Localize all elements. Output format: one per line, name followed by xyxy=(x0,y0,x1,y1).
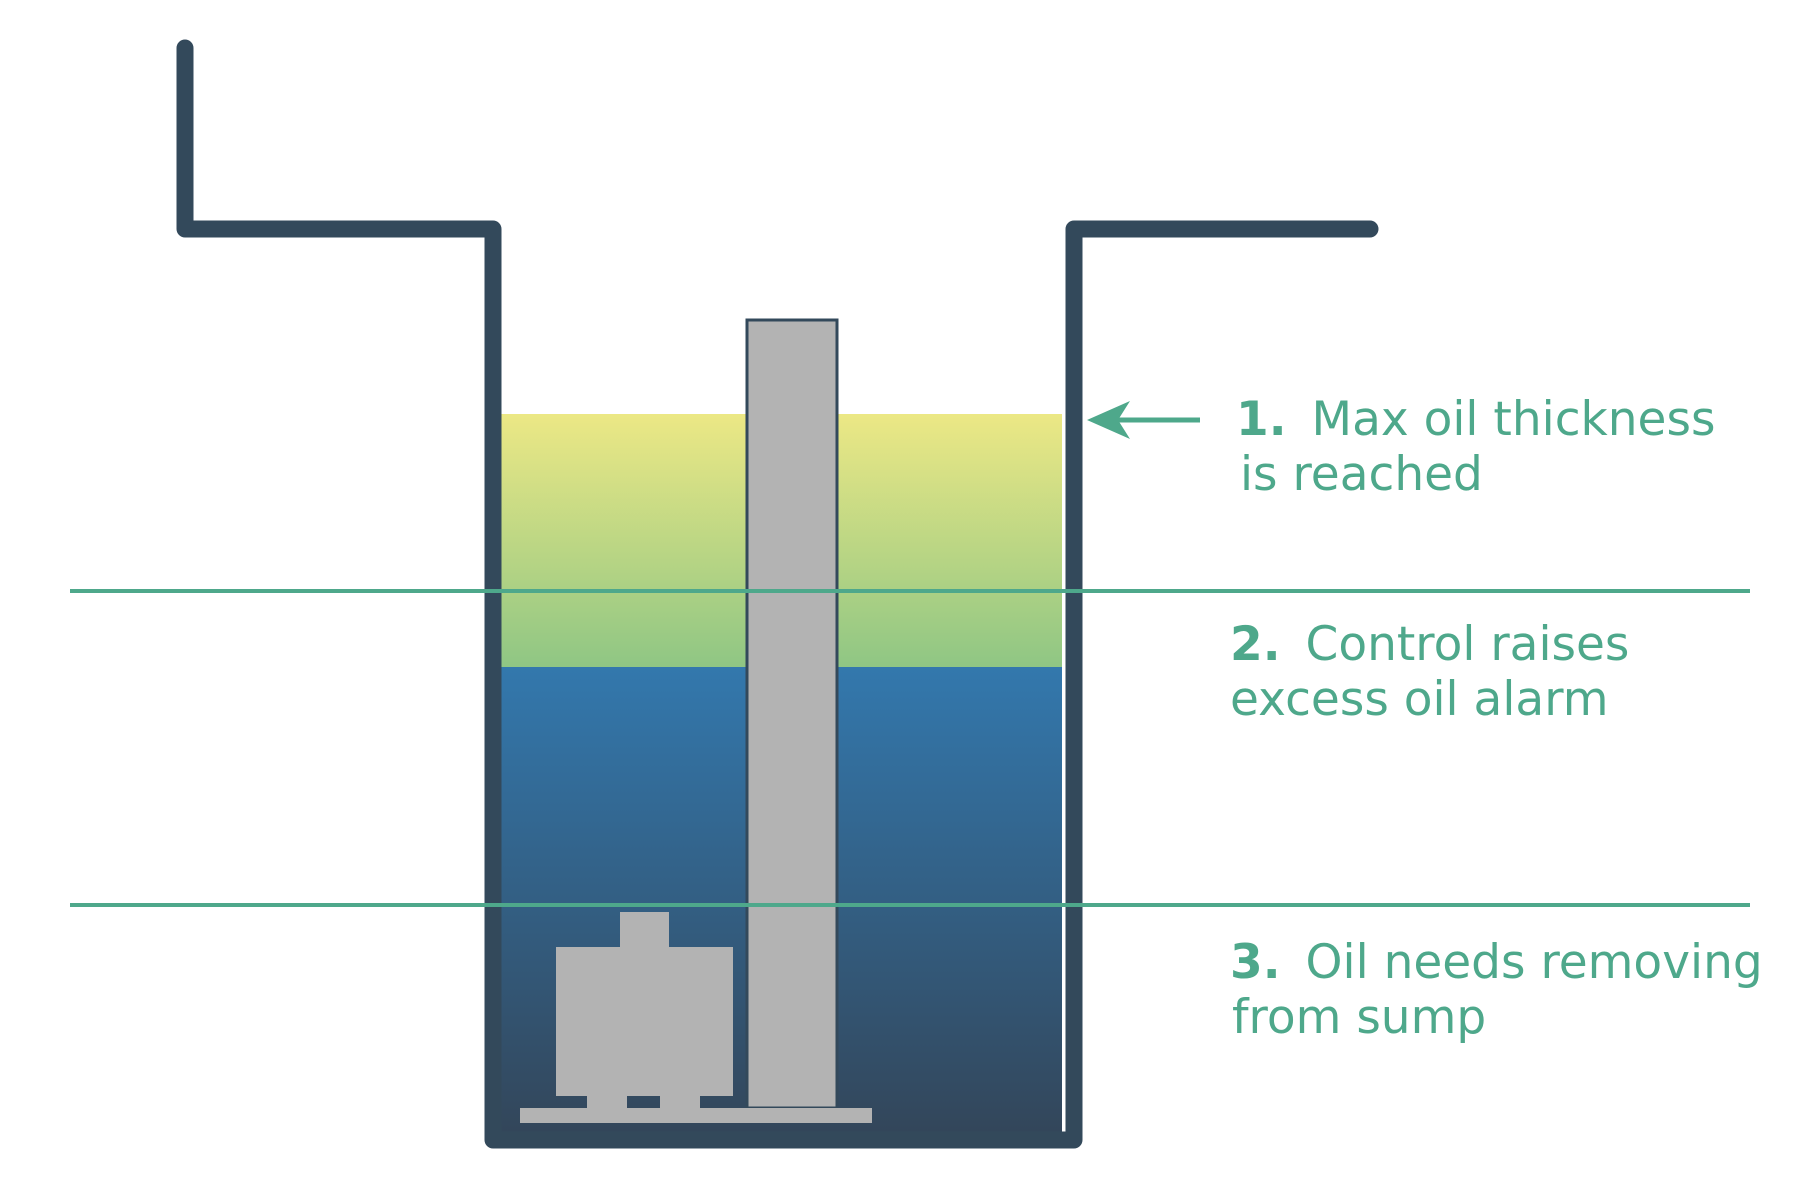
arrow-left-icon xyxy=(1087,401,1200,439)
svg-text:1. Max oil thickness: 1. Max oil thickness xyxy=(1236,392,1715,447)
callout-2-line1: Control raises xyxy=(1306,617,1630,672)
ground-and-sump-walls xyxy=(176,39,1379,1149)
svg-text:2. Control raises: 2. Control raises xyxy=(1230,617,1629,672)
riser-pipe xyxy=(745,318,839,1110)
callout-1-line1: Max oil thickness xyxy=(1312,392,1716,447)
callout-3: 3. Oil needs removing from sump xyxy=(1230,935,1763,1045)
callout-1-line2: is reached xyxy=(1240,447,1483,502)
callout-2-line2: excess oil alarm xyxy=(1230,672,1609,727)
pump-body xyxy=(556,947,733,1096)
pump-foot-right xyxy=(660,1095,700,1108)
pump-top-cap xyxy=(620,912,669,948)
callout-1: 1. Max oil thickness is reached xyxy=(1236,392,1715,502)
callout-2-number: 2. xyxy=(1230,617,1281,672)
callout-2: 2. Control raises excess oil alarm xyxy=(1230,617,1629,727)
pump-foot-left xyxy=(587,1095,627,1108)
callout-3-number: 3. xyxy=(1230,935,1281,990)
callout-3-line2: from sump xyxy=(1232,990,1486,1045)
svg-text:3. Oil needs removing: 3. Oil needs removing xyxy=(1230,935,1763,990)
callout-1-number: 1. xyxy=(1236,392,1287,447)
callout-3-line1: Oil needs removing xyxy=(1306,935,1763,990)
pump xyxy=(556,912,733,1108)
base-plate xyxy=(520,1108,872,1123)
